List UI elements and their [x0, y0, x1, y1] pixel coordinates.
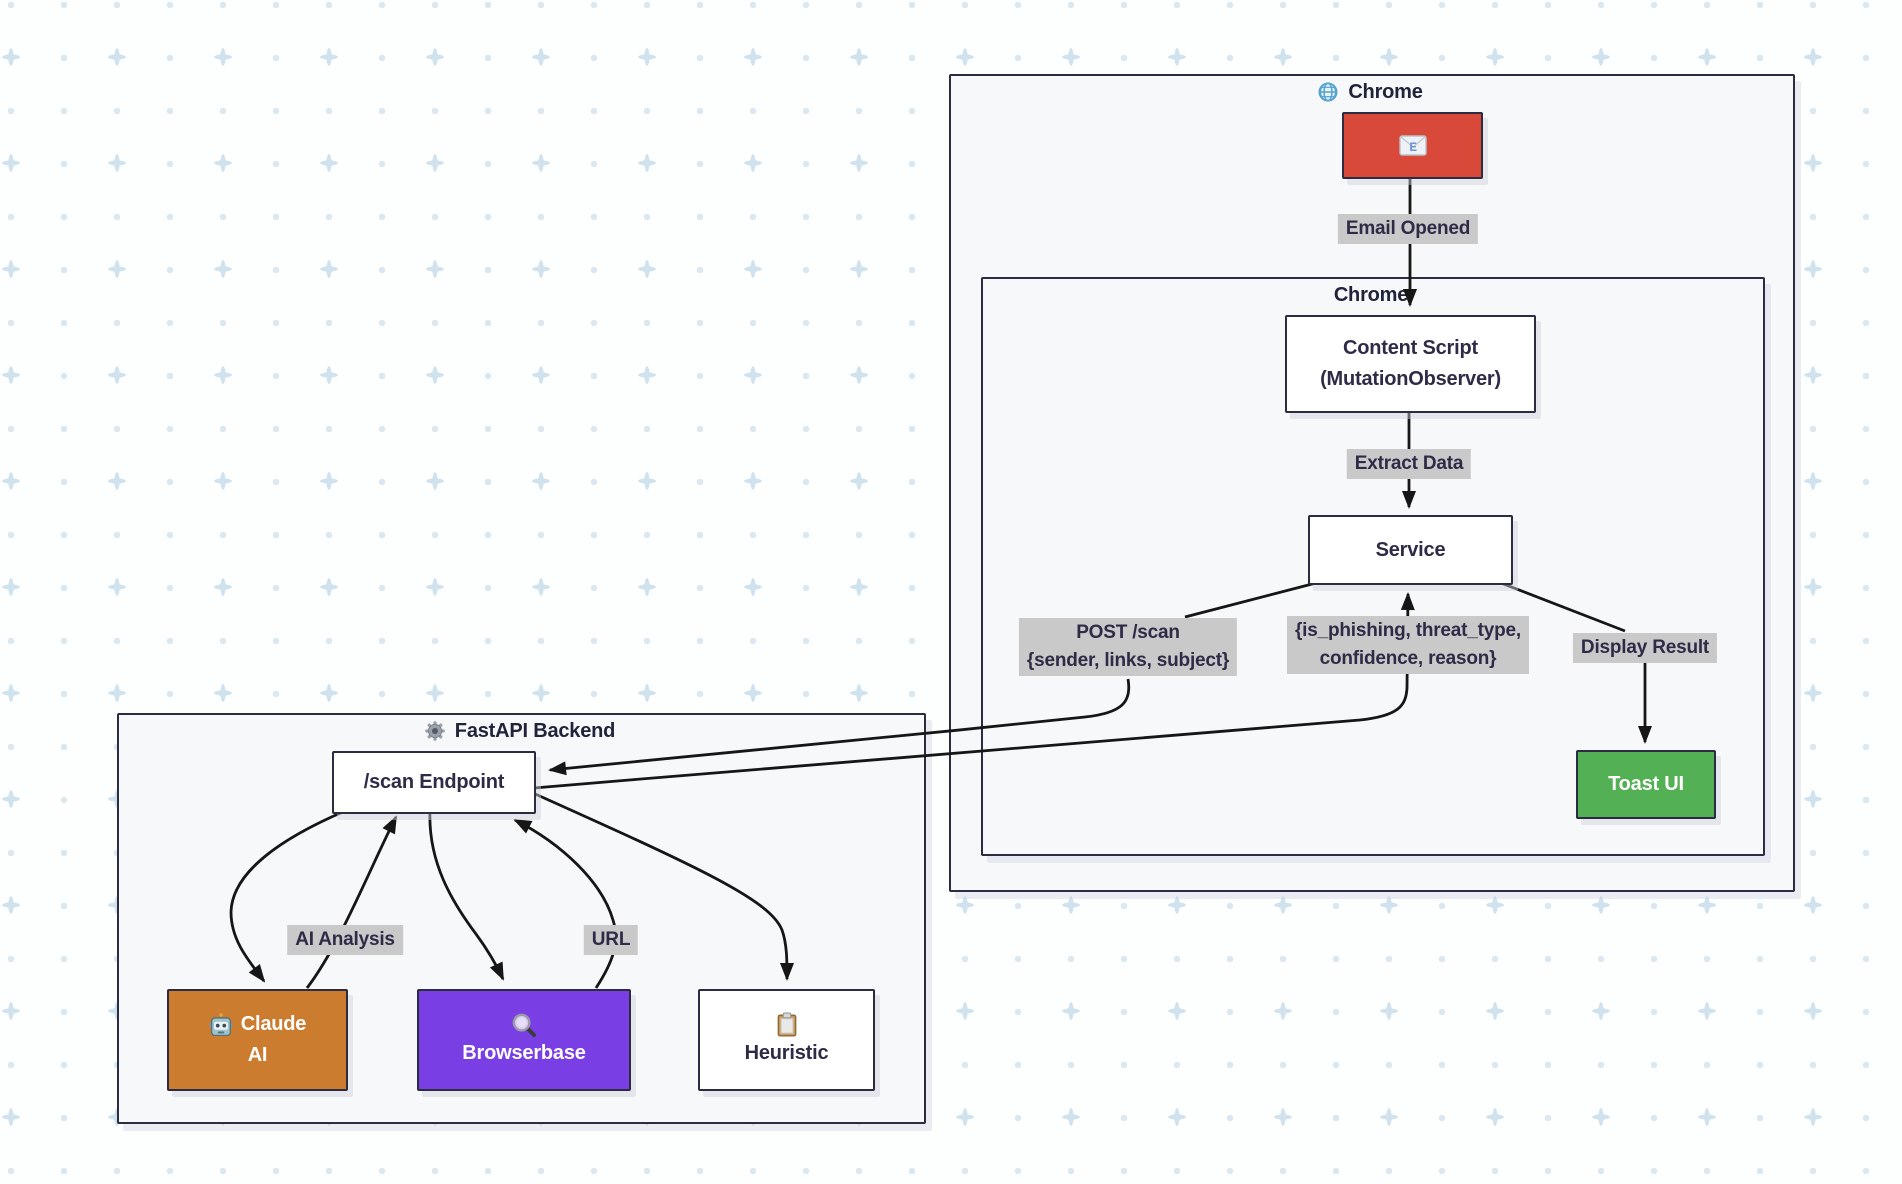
edge-label-url: URL — [583, 925, 639, 955]
edge-label-email-opened: Email Opened — [1337, 214, 1479, 244]
claude-ai-line1: Claude — [240, 1013, 307, 1035]
chrome-outer-title: Chrome — [949, 80, 1791, 104]
scan-endpoint-label: /scan Endpoint — [363, 771, 505, 793]
globe-icon — [1317, 81, 1339, 103]
service-node[interactable]: Service — [1308, 515, 1513, 585]
content-script-line2: (MutationObserver) — [1320, 368, 1501, 390]
email-icon: E — [1398, 135, 1427, 156]
edge-label-response: {is_phishing, threat_type, confidence, r… — [1286, 616, 1530, 674]
chrome-inner-title-text: Chrome — [1333, 283, 1409, 306]
fastapi-title: FastAPI Backend — [117, 719, 922, 743]
gear-icon — [424, 720, 446, 742]
scan-endpoint-node[interactable]: /scan Endpoint — [332, 751, 536, 814]
edge-label-display-result: Display Result — [1572, 633, 1718, 663]
browserbase-node[interactable]: Browserbase — [417, 989, 631, 1091]
edge-label-post-scan-line1: POST /scan — [1076, 622, 1180, 643]
edge-label-post-scan-line2: {sender, links, subject} — [1026, 650, 1230, 671]
browserbase-label: Browserbase — [462, 1041, 586, 1064]
edge-label-ai-analysis: AI Analysis — [287, 925, 403, 955]
chrome-inner-title: Chrome — [981, 284, 1761, 306]
magnifier-icon — [511, 1012, 537, 1038]
toast-ui-node[interactable]: Toast UI — [1576, 750, 1716, 819]
content-script-node[interactable]: Content Script (MutationObserver) — [1285, 315, 1536, 413]
content-script-line1: Content Script — [1343, 337, 1478, 359]
heuristic-node[interactable]: Heuristic — [698, 989, 875, 1091]
heuristic-label: Heuristic — [744, 1041, 829, 1064]
service-label: Service — [1375, 538, 1446, 561]
fastapi-title-text: FastAPI Backend — [454, 719, 616, 742]
toast-ui-label: Toast UI — [1608, 773, 1684, 795]
edge-label-post-scan: POST /scan {sender, links, subject} — [1018, 618, 1238, 676]
svg-text:E: E — [1409, 140, 1417, 155]
claude-ai-node[interactable]: Claude AI — [167, 989, 348, 1091]
edge-label-response-line2: confidence, reason} — [1319, 648, 1497, 669]
claude-ai-line2: AI — [247, 1044, 268, 1066]
edge-label-extract-data: Extract Data — [1346, 449, 1472, 479]
clipboard-icon — [775, 1012, 799, 1038]
robot-icon — [209, 1012, 233, 1037]
email-node[interactable]: E — [1342, 112, 1483, 179]
chrome-outer-title-text: Chrome — [1348, 80, 1423, 103]
edge-label-response-line1: {is_phishing, threat_type, — [1294, 620, 1522, 641]
